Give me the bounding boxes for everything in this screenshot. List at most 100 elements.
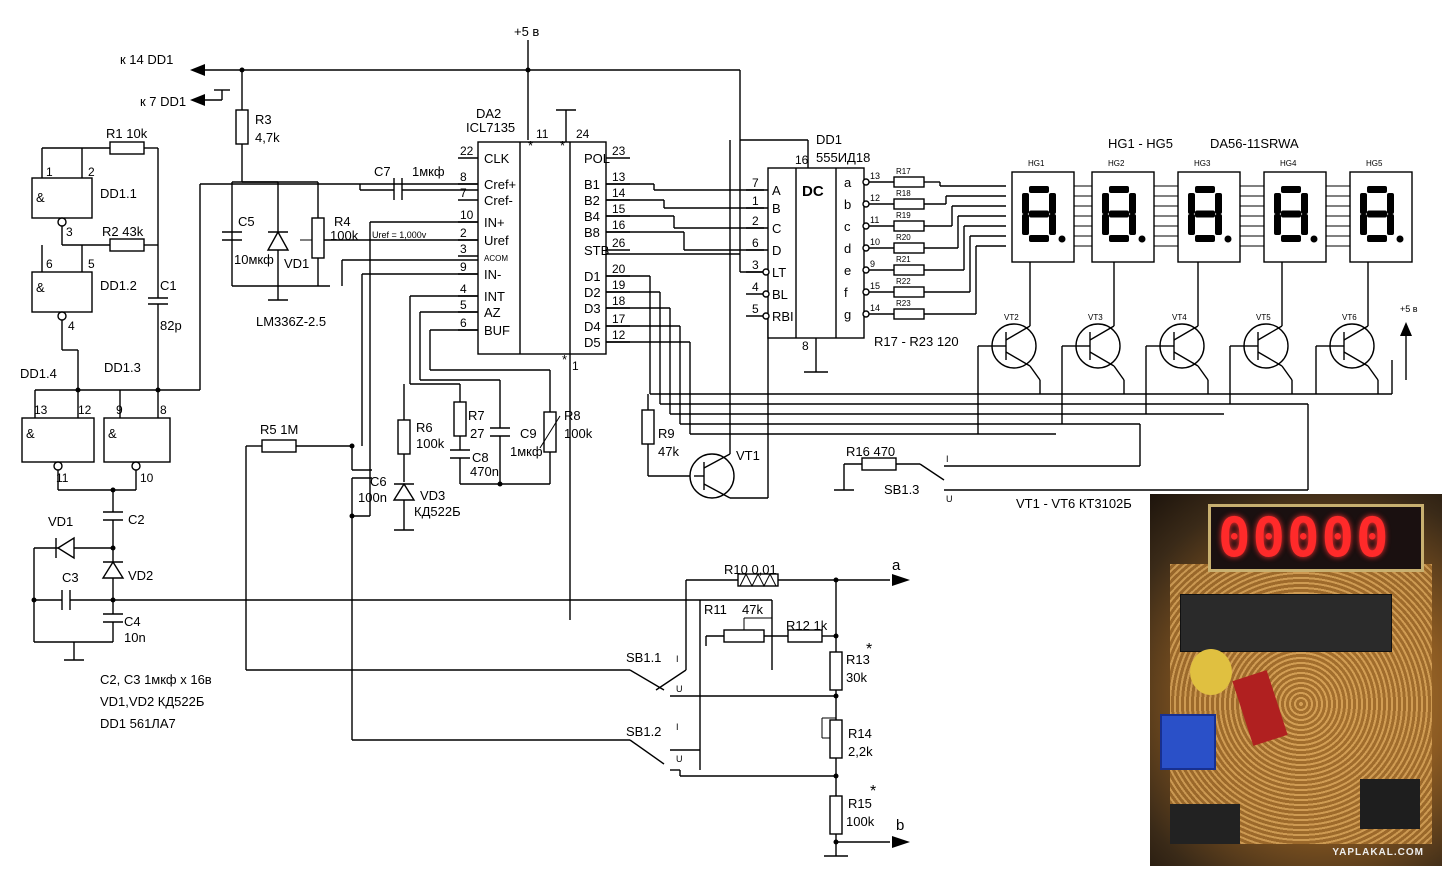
resistor-label: R23: [896, 299, 911, 308]
display-label: HG3: [1194, 159, 1211, 168]
svg-text:Uref = 1,000v: Uref = 1,000v: [372, 230, 427, 240]
resistor-label: R19: [896, 211, 911, 220]
to-pin14-label: к 14 DD1: [120, 52, 173, 67]
svg-text:11: 11: [56, 471, 69, 485]
adc-pin-number: 4: [460, 282, 467, 296]
adc-pin-label: D4: [584, 319, 601, 334]
adc-pin-number: 3: [460, 242, 467, 256]
resistor-label: R22: [896, 277, 911, 286]
svg-text:VT1 - VT6 КТ3102Б: VT1 - VT6 КТ3102Б: [1016, 496, 1132, 511]
svg-text:R12 1k: R12 1k: [786, 618, 828, 633]
svg-text:12: 12: [78, 403, 92, 417]
svg-text:DD1.1: DD1.1: [100, 186, 137, 201]
svg-text:1мкф: 1мкф: [510, 444, 543, 459]
svg-text:R1 10k: R1 10k: [106, 126, 148, 141]
resistor-label: R18: [896, 189, 911, 198]
svg-text:R8: R8: [564, 408, 581, 423]
decoder-output-label: a: [844, 175, 852, 190]
adc-pin-label: Cref+: [484, 177, 516, 192]
decoder-pin-number: 5: [752, 302, 759, 316]
svg-text:10n: 10n: [124, 630, 146, 645]
decoder-pin-number: 9: [870, 259, 875, 269]
svg-text:I: I: [676, 722, 679, 732]
adc-pin-number: 19: [612, 278, 626, 292]
decoder-pin-number: 10: [870, 237, 880, 247]
adc-pin-number: 17: [612, 312, 626, 326]
adc-pin-label: AZ: [484, 305, 501, 320]
svg-text:U: U: [676, 684, 683, 694]
svg-text:C9: C9: [520, 426, 537, 441]
svg-text:HG1 - HG5: HG1 - HG5: [1108, 136, 1173, 151]
adc-pin-number: 16: [612, 218, 626, 232]
svg-text:C8: C8: [472, 450, 489, 465]
resistor-label: R20: [896, 233, 911, 242]
watermark: YAPLAKAL.COM: [1332, 847, 1424, 858]
svg-text:R9: R9: [658, 426, 675, 441]
led-display: [1208, 504, 1424, 572]
decoder-input-label: A: [772, 183, 781, 198]
svg-text:4,7k: 4,7k: [255, 130, 280, 145]
charge-pump: C2 VD1 VD2 C3 C4 10n: [31, 511, 700, 661]
svg-text:2: 2: [88, 165, 95, 179]
svg-text:U: U: [946, 494, 953, 504]
svg-text:VT1: VT1: [736, 448, 760, 463]
svg-text:3: 3: [66, 225, 73, 239]
svg-text:8: 8: [802, 339, 809, 353]
decoder-pin-number: 3: [752, 258, 759, 272]
seven-segment-digit: [1274, 186, 1318, 243]
svg-text:VD3: VD3: [420, 488, 445, 503]
adc-pin-label: Uref: [484, 233, 509, 248]
svg-text:&: &: [26, 426, 35, 441]
adc-chip: [1180, 594, 1392, 652]
svg-text:*: *: [528, 138, 533, 153]
svg-text:+5 в: +5 в: [1400, 304, 1418, 314]
adc-pin-label: STB: [584, 243, 609, 258]
power-rail: +5 в к 14 DD1 к 7 DD1: [120, 24, 809, 168]
svg-text:C6: C6: [370, 474, 387, 489]
svg-text:R5 1M: R5 1M: [260, 422, 298, 437]
reference-section: R3 4,7k C5 10мкф VD1 R4 100k LM336Z-2.5 …: [222, 109, 478, 329]
transistor-label: VT6: [1342, 313, 1357, 322]
gate-dd1-3: [103, 417, 171, 463]
svg-text:30k: 30k: [846, 670, 867, 685]
svg-text:47k: 47k: [742, 602, 763, 617]
svg-text:R15: R15: [848, 796, 872, 811]
svg-text:&: &: [36, 190, 45, 205]
adc-pin-number: 9: [460, 260, 467, 274]
adc-pin-label: D1: [584, 269, 601, 284]
adc-pin-label: B1: [584, 177, 600, 192]
note-caps: C2, C3 1мкф х 16в: [100, 672, 212, 687]
svg-text:a: a: [892, 557, 901, 574]
decoder-pin-number: 11: [870, 215, 879, 225]
decoder-pin-number: 15: [870, 281, 880, 291]
adc-pin-number: 2: [460, 226, 467, 240]
svg-text:11: 11: [536, 127, 549, 141]
svg-text:*: *: [562, 352, 567, 367]
seven-segment-digit: [1360, 186, 1404, 243]
decoder-pin-number: 13: [870, 171, 880, 181]
note-diodes: VD1,VD2 КД522Б: [100, 694, 204, 709]
adc-pin-number: 7: [460, 186, 467, 200]
svg-text:47k: 47k: [658, 444, 679, 459]
transistor-vt1: [689, 453, 735, 499]
svg-text:C3: C3: [62, 570, 79, 585]
transistor-label: VT3: [1088, 313, 1103, 322]
input-divider: R10 0,01 a R11 47k R12 1k R13 30k * R14 …: [352, 557, 910, 857]
trimmer-potentiometer: [1160, 714, 1216, 770]
seven-segment-digit: [1102, 186, 1146, 243]
svg-text:ICL7135: ICL7135: [466, 120, 515, 135]
adc-pin-number: 23: [612, 144, 626, 158]
svg-text:DD1.4: DD1.4: [20, 366, 57, 381]
adc-pin-label: IN-: [484, 267, 501, 282]
svg-text:DA56-11SRWA: DA56-11SRWA: [1210, 136, 1299, 151]
svg-text:1: 1: [572, 359, 579, 373]
svg-text:R3: R3: [255, 112, 272, 127]
decoder-input-label: C: [772, 221, 781, 236]
svg-text:C5: C5: [238, 214, 255, 229]
decoder-output-label: f: [844, 285, 848, 300]
svg-text:555ИД18: 555ИД18: [816, 150, 870, 165]
adc-pin-label: ACOM: [484, 254, 508, 263]
svg-text:R4: R4: [334, 214, 351, 229]
svg-text:1мкф: 1мкф: [412, 164, 445, 179]
adc-pin-number: 18: [612, 294, 626, 308]
